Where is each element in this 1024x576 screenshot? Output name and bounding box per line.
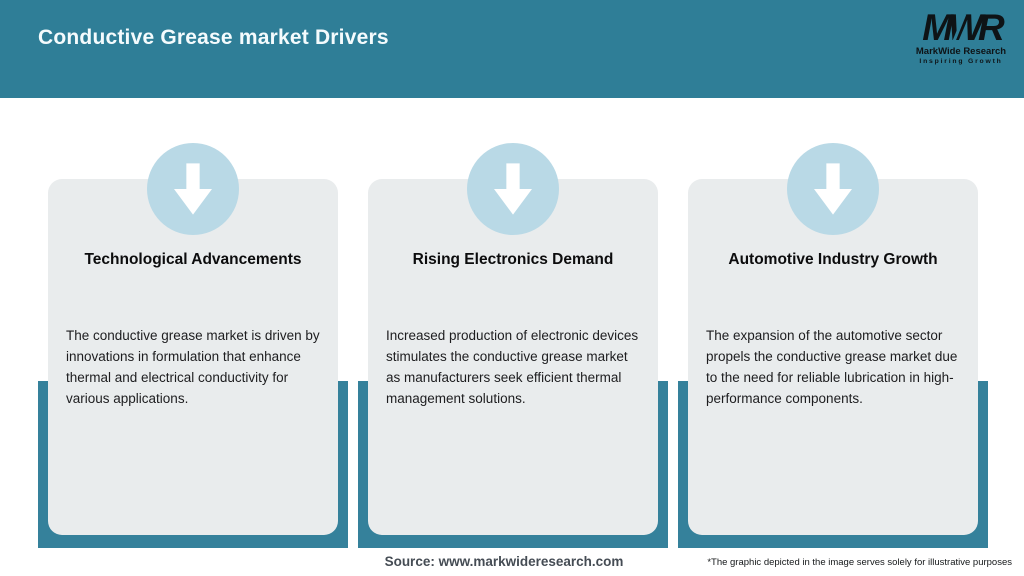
driver-column-2: Rising Electronics Demand Increased prod… xyxy=(358,0,668,576)
card-body: The conductive grease market is driven b… xyxy=(66,328,320,406)
driver-column-3: Automotive Industry Growth The expansion… xyxy=(678,0,988,576)
down-arrow-icon xyxy=(787,143,879,235)
page-title: Conductive Grease market Drivers xyxy=(38,26,389,49)
card-title: Automotive Industry Growth xyxy=(728,251,938,268)
logo-name: MarkWide Research xyxy=(915,46,1007,58)
card-body: Increased production of electronic devic… xyxy=(386,328,639,406)
header-bar: Conductive Grease market Drivers MWR Mar… xyxy=(0,0,1024,98)
logo-acronym: MWR xyxy=(922,9,1004,46)
card-title: Rising Electronics Demand xyxy=(412,251,614,268)
driver-column-1: Technological Advancements The conductiv… xyxy=(38,0,348,576)
down-arrow-icon xyxy=(147,143,239,235)
card-title: Technological Advancements xyxy=(84,251,302,268)
source-text: Source: www.markwideresearch.com xyxy=(384,554,624,569)
disclaimer-text: *The graphic depicted in the image serve… xyxy=(707,557,1012,568)
markwide-research-logo: MWR MarkWide Research Inspiring Growth xyxy=(906,9,1016,66)
driver-card xyxy=(688,179,978,535)
down-arrow-icon xyxy=(467,143,559,235)
driver-card xyxy=(48,179,338,535)
driver-card xyxy=(368,179,658,535)
card-body: The expansion of the automotive sector p… xyxy=(706,328,958,406)
logo-tagline: Inspiring Growth xyxy=(919,58,1003,66)
